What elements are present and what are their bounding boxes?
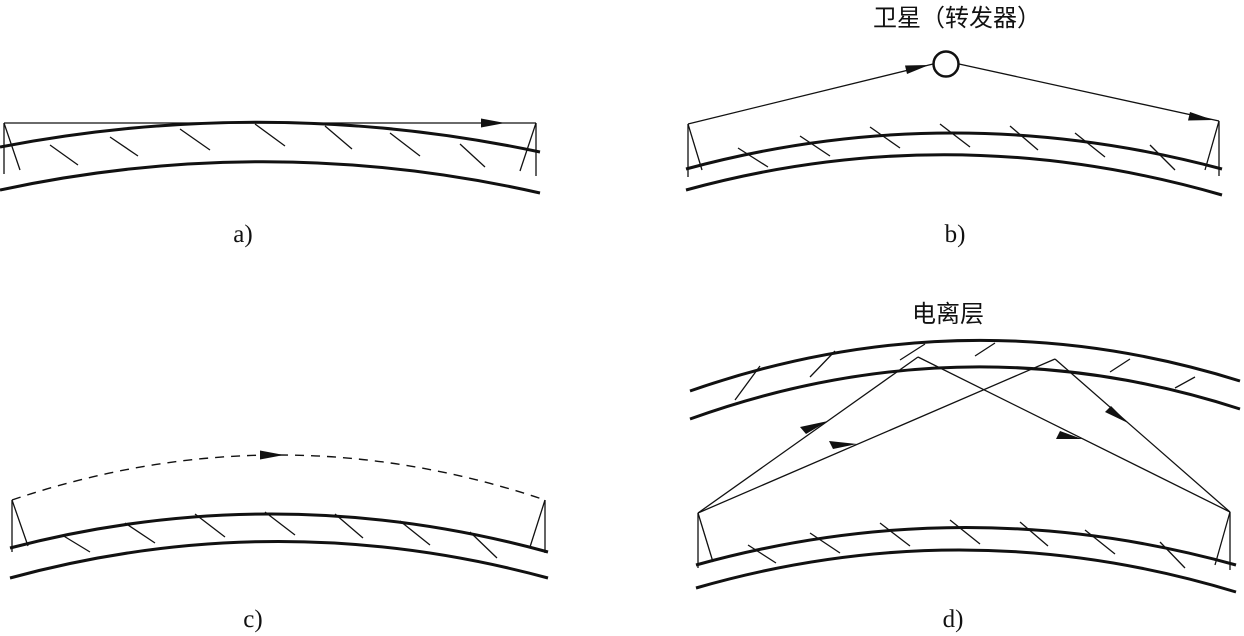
ionosphere-label: 电离层: [912, 300, 984, 328]
caption-b: b): [945, 221, 966, 248]
ground-wave-path: [11, 454, 546, 501]
direct-wave-arrow: [481, 118, 505, 128]
receive-antenna: [529, 499, 546, 553]
skywave-1-up-ray: [697, 356, 919, 514]
downlink-arrow: [1188, 112, 1213, 121]
uplink-arrow: [905, 65, 929, 74]
earth-surface-outer: [685, 131, 1223, 171]
earth-hatching: [737, 123, 1176, 171]
earth-surface-outer: [695, 526, 1237, 567]
earth-surface-outer: [0, 120, 541, 154]
ionosphere-hatching: [734, 342, 1196, 401]
uplink-ray: [687, 63, 934, 125]
skywave-2-down-ray: [1054, 358, 1231, 513]
earth-hatching: [61, 511, 498, 559]
transmit-antenna: [3, 122, 21, 174]
skywave-1-up-arrow: [800, 421, 828, 434]
skywave-1-down-ray: [917, 356, 1231, 513]
earth-surface-outer: [9, 512, 549, 554]
transmit-antenna: [11, 499, 29, 552]
ground-wave-arrow: [260, 450, 284, 460]
earth-surface-inner: [685, 153, 1223, 197]
ionosphere-outer-boundary: [689, 338, 1241, 393]
receive-antenna: [1214, 511, 1231, 570]
transmit-antenna: [687, 123, 703, 177]
earth-surface-inner: [0, 160, 541, 195]
skywave-2-up-arrow: [829, 441, 857, 449]
caption-d: d): [943, 606, 964, 633]
downlink-ray: [958, 63, 1220, 122]
receive-antenna: [519, 122, 537, 176]
satellite-label: 卫星（转发器）: [873, 4, 1041, 32]
panel-c: c): [9, 450, 549, 633]
caption-c: c): [243, 606, 262, 633]
earth-surface-inner: [9, 540, 549, 580]
skywave-2-up-ray: [697, 358, 1056, 514]
earth-hatching: [747, 519, 1186, 569]
earth-surface-inner: [695, 548, 1237, 594]
skywave-2-down-arrow: [1105, 406, 1128, 423]
panel-b: 卫星（转发器） b): [685, 4, 1223, 248]
earth-hatching: [49, 123, 486, 168]
skywave-1-down-arrow: [1056, 431, 1082, 439]
receive-antenna: [1204, 120, 1220, 176]
satellite-icon: [932, 50, 960, 78]
transmit-antenna: [697, 512, 714, 568]
caption-a: a): [233, 221, 252, 248]
ionosphere-inner-boundary: [689, 365, 1241, 421]
panel-a: a): [0, 118, 541, 248]
panel-d: 电离层 d): [689, 300, 1241, 633]
